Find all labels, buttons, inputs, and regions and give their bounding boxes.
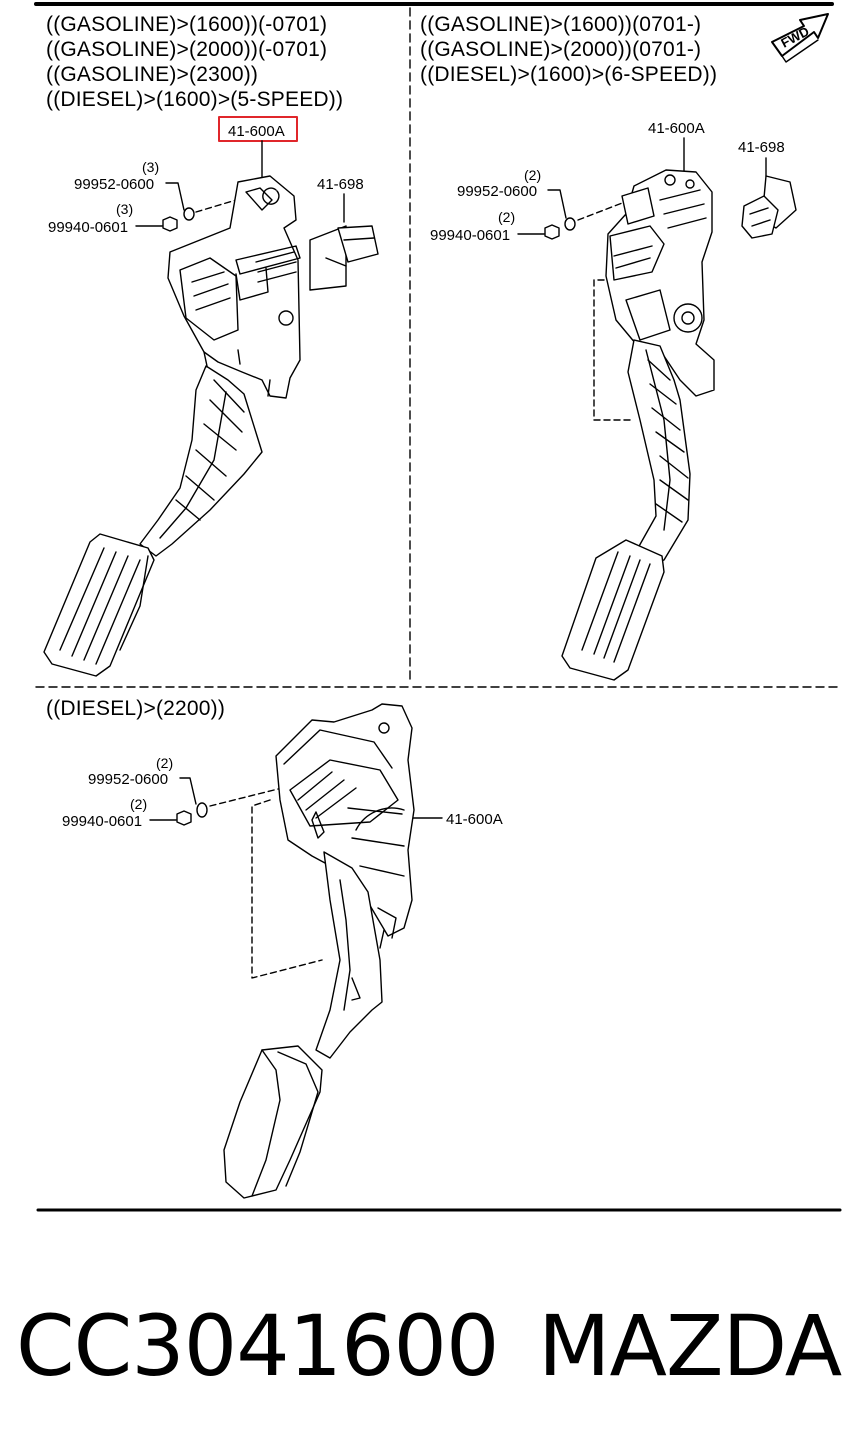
leader-line [593,279,635,421]
condition-line: ((DIESEL)>(1600)>(5-SPEED)) [46,88,344,111]
nut-label: 99940-0601 [62,813,142,830]
condition-line: ((GASOLINE)>(1600))(-0701) [46,13,328,36]
highlight-box [218,116,298,142]
leader-line [251,799,323,979]
leader-line [577,199,631,221]
part-number: CC3041600 [16,1297,499,1395]
panel-top-left-conditions: ((GASOLINE)>(1600))(-0701) ((GASOLINE)>(… [46,12,343,112]
washer-qty: (3) [142,159,159,175]
condition-line: ((GASOLINE)>(1600))(0701-) [420,13,702,36]
part-label: 41-600A [648,120,705,137]
part-label: 41-600A [446,811,503,828]
panel-top-left: 41-600A (3) 99952-0600 (3) 99940-0601 41… [43,116,379,677]
leader-line [165,182,185,211]
washer-label: 99952-0600 [88,771,168,788]
nut-qty: (2) [130,796,147,812]
caption: CC3041600 MAZDA [0,1296,864,1406]
accelerator-pedal-drawing [43,175,301,677]
washer-label: 99952-0600 [74,176,154,193]
washer-icon [183,207,195,221]
nut-label: 99940-0601 [430,227,510,244]
accelerator-pedal-drawing [223,703,415,1199]
sensor-icon [309,225,379,291]
condition-line: ((DIESEL)>(1600)>(6-SPEED)) [420,63,718,86]
washer-icon [564,217,576,231]
panel-top-right-conditions: ((GASOLINE)>(1600))(0701-) ((GASOLINE)>(… [420,12,717,87]
leader-line [195,199,237,213]
condition-line: ((GASOLINE)>(2300)) [46,63,259,86]
accelerator-pedal-drawing [561,169,715,681]
washer-qty: (2) [156,755,173,771]
nut-label: 99940-0601 [48,219,128,236]
washer-qty: (2) [524,167,541,183]
nut-qty: (3) [116,201,133,217]
brand-name: MAZDA [538,1297,842,1395]
condition-line: ((DIESEL)>(2200)) [46,697,226,720]
nut-icon [162,216,178,232]
sensor-label: 41-698 [738,139,785,156]
leader-line [547,189,567,219]
condition-line: ((GASOLINE)>(2000))(-0701) [46,38,328,61]
condition-line: ((GASOLINE)>(2000))(0701-) [420,38,702,61]
nut-icon [176,810,192,826]
nut-qty: (2) [498,209,515,225]
fwd-arrow-icon: FWD [771,13,829,63]
sensor-icon [741,175,797,239]
washer-label: 99952-0600 [457,183,537,200]
panel-top-right: 41-600A 41-698 (2) 99952-0600 (2) 99940-… [430,120,797,681]
panel-bottom: (2) 99952-0600 (2) 99940-0601 41-600A [62,703,503,1199]
nut-icon [544,224,560,240]
panel-bottom-conditions: ((DIESEL)>(2200)) [46,696,225,721]
part-label-highlighted: 41-600A [228,123,285,140]
sensor-label: 41-698 [317,176,364,193]
washer-icon [196,802,208,818]
leader-line [209,785,291,807]
leader-line [179,777,197,805]
